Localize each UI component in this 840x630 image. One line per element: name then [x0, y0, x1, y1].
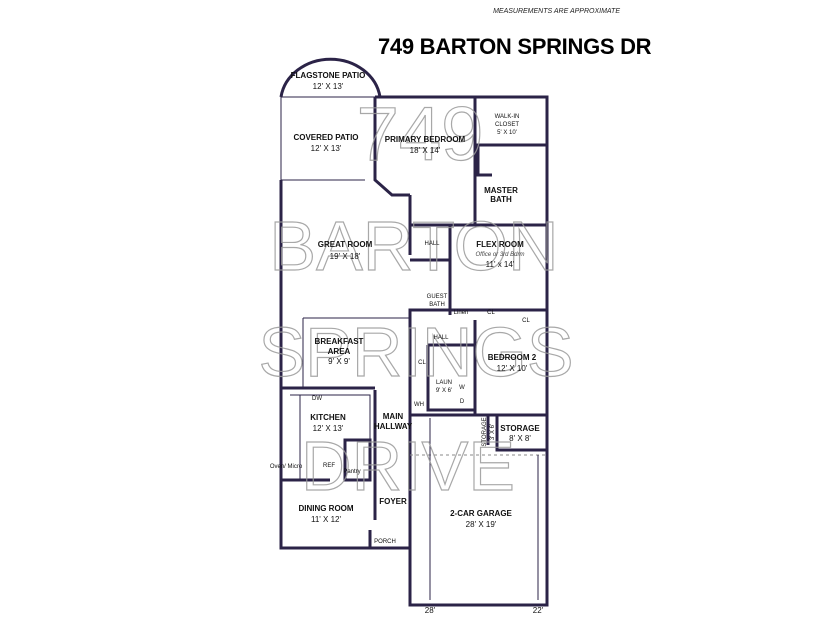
- closet-cl-1: CL: [487, 310, 495, 316]
- room-great-room: GREAT ROOM 19' X 18': [318, 240, 373, 261]
- flagstone-patio-arc: [279, 57, 382, 98]
- svg-text:GUEST: GUEST: [427, 294, 448, 300]
- watermark-drive: DRIVE: [301, 427, 515, 505]
- svg-text:9' X 6': 9' X 6': [436, 388, 452, 394]
- room-hall-upper: HALL: [424, 241, 440, 247]
- garage-dimension-left: 28': [425, 606, 436, 615]
- room-laundry: LAUN 9' X 6' W D WH: [414, 380, 465, 408]
- room-dining-room: DINING ROOM 11' X 12': [298, 504, 353, 524]
- svg-text:BATH: BATH: [429, 302, 445, 308]
- room-foyer: FOYER: [379, 497, 407, 506]
- svg-text:STORAGE: STORAGE: [482, 417, 488, 446]
- svg-text:W: W: [459, 385, 465, 391]
- room-storage: STORAGE 8' X 8': [500, 424, 540, 443]
- walls: [279, 57, 549, 607]
- svg-text:WALK-IN: WALK-IN: [495, 114, 520, 120]
- svg-text:STORAGE: STORAGE: [500, 424, 540, 433]
- linen-closet: Linen: [454, 310, 469, 316]
- room-storage-small: STORAGE 3' X 6': [482, 417, 496, 446]
- svg-text:DINING ROOM: DINING ROOM: [298, 504, 353, 513]
- svg-text:KITCHEN: KITCHEN: [310, 413, 346, 422]
- svg-text:5' X 10': 5' X 10': [497, 130, 517, 136]
- watermark-barton: BARTON: [269, 207, 558, 285]
- room-primary-bedroom: PRIMARY BEDROOM 18' X 14': [385, 135, 466, 155]
- svg-text:PRIMARY BEDROOM: PRIMARY BEDROOM: [385, 135, 466, 144]
- svg-text:Office or 3rd Bdrm: Office or 3rd Bdrm: [475, 252, 524, 258]
- property-title: 749 BARTON SPRINGS DR: [378, 34, 652, 59]
- svg-text:12' X 10': 12' X 10': [497, 364, 528, 373]
- svg-text:REF: REF: [323, 463, 335, 469]
- room-walk-in-closet: WALK-IN CLOSET 5' X 10': [495, 114, 520, 136]
- svg-text:11' x 14': 11' x 14': [486, 260, 515, 269]
- svg-text:GREAT ROOM: GREAT ROOM: [318, 240, 373, 249]
- svg-text:BEDROOM 2: BEDROOM 2: [488, 353, 537, 362]
- svg-text:HALLWAY: HALLWAY: [374, 422, 413, 431]
- svg-text:12' X 13': 12' X 13': [311, 144, 342, 153]
- room-garage: 2-CAR GARAGE 28' X 19': [450, 509, 512, 529]
- svg-text:CLOSET: CLOSET: [495, 122, 519, 128]
- svg-text:18' X 14': 18' X 14': [410, 146, 441, 155]
- svg-text:D: D: [460, 399, 465, 405]
- svg-text:MAIN: MAIN: [383, 412, 404, 421]
- room-flagstone-patio: FLAGSTONE PATIO 12' X 13': [291, 71, 366, 91]
- svg-text:DW: DW: [312, 396, 322, 402]
- svg-text:12' X 13': 12' X 13': [313, 424, 344, 433]
- svg-text:LAUN: LAUN: [436, 380, 452, 386]
- closet-cl-3: CL: [418, 360, 426, 366]
- svg-text:Pantry: Pantry: [343, 469, 360, 475]
- svg-text:BATH: BATH: [490, 195, 512, 204]
- svg-text:9' X 9': 9' X 9': [328, 357, 350, 366]
- room-guest-bath: GUEST BATH: [427, 294, 448, 308]
- room-bedroom-2: BEDROOM 2 12' X 10': [488, 353, 537, 373]
- svg-text:WH: WH: [414, 402, 424, 408]
- garage-dimension-arrows: [429, 418, 539, 600]
- room-flex-room: FLEX ROOM Office or 3rd Bdrm 11' x 14': [475, 240, 524, 269]
- svg-text:11' X 12': 11' X 12': [311, 515, 342, 524]
- svg-text:Oven/ Micro: Oven/ Micro: [270, 464, 303, 470]
- svg-text:AREA: AREA: [328, 347, 351, 356]
- svg-text:3' X 6': 3' X 6': [490, 424, 496, 440]
- room-breakfast-area: BREAKFAST AREA 9' X 9': [315, 337, 364, 366]
- svg-text:MASTER: MASTER: [484, 186, 518, 195]
- svg-text:2-CAR GARAGE: 2-CAR GARAGE: [450, 509, 512, 518]
- room-hall-lower: HALL: [433, 335, 449, 341]
- measurements-note: MEASUREMENTS ARE APPROXIMATE: [493, 8, 620, 15]
- room-porch: PORCH: [374, 539, 396, 545]
- svg-text:FLAGSTONE PATIO: FLAGSTONE PATIO: [291, 71, 366, 80]
- room-kitchen: KITCHEN 12' X 13' DW REF Pantry Oven/ Mi…: [270, 396, 361, 475]
- watermark-749: 749: [357, 92, 484, 177]
- closet-cl-2: CL: [522, 318, 530, 324]
- svg-text:8' X 8': 8' X 8': [509, 434, 531, 443]
- svg-text:19' X 18': 19' X 18': [330, 252, 361, 261]
- svg-text:28' X 19': 28' X 19': [466, 520, 497, 529]
- garage-dimension-right: 22': [533, 606, 544, 615]
- svg-text:BREAKFAST: BREAKFAST: [315, 337, 364, 346]
- room-covered-patio: COVERED PATIO 12' X 13': [293, 133, 358, 153]
- svg-text:12' X 13': 12' X 13': [313, 82, 344, 91]
- room-master-bath: MASTER BATH: [484, 186, 518, 204]
- watermark-springs: SPRINGS: [258, 313, 573, 391]
- room-main-hallway: MAIN HALLWAY: [374, 412, 413, 431]
- svg-text:COVERED PATIO: COVERED PATIO: [293, 133, 358, 142]
- svg-text:FLEX ROOM: FLEX ROOM: [476, 240, 524, 249]
